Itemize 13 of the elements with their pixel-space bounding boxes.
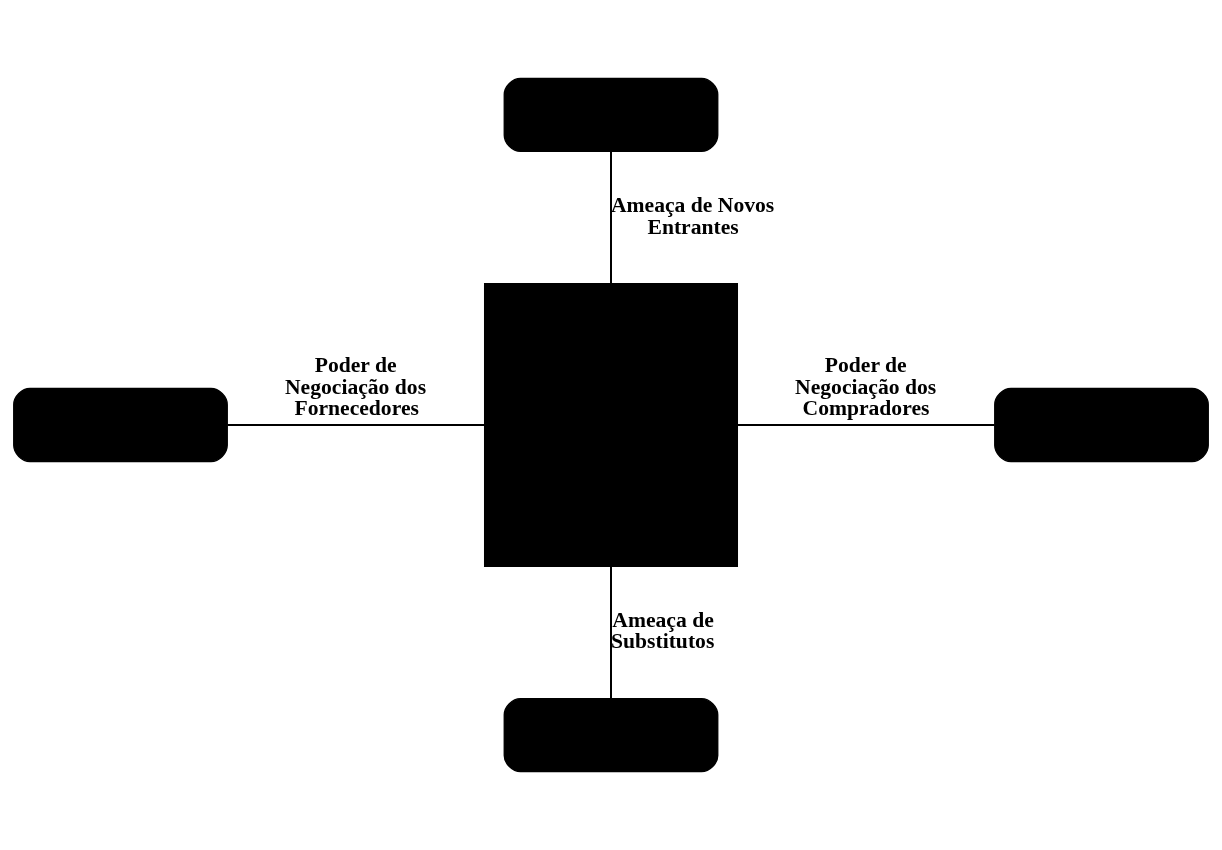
edge-label: Poder de Negociação dos Fornecedores bbox=[285, 353, 427, 421]
node-box bbox=[484, 283, 738, 567]
connector bbox=[227, 424, 485, 426]
node-box bbox=[503, 77, 719, 153]
connector bbox=[610, 151, 612, 284]
edge-label: Ameaça de Substitutos bbox=[611, 607, 715, 654]
edge-label: Poder de Negociação dos Compradores bbox=[795, 353, 937, 421]
node-box bbox=[503, 697, 719, 773]
connector bbox=[737, 424, 995, 426]
node-box bbox=[13, 387, 228, 463]
node-box bbox=[994, 387, 1209, 463]
connector bbox=[610, 566, 612, 699]
edge-label: Ameaça de Novos Entrantes bbox=[611, 192, 775, 239]
